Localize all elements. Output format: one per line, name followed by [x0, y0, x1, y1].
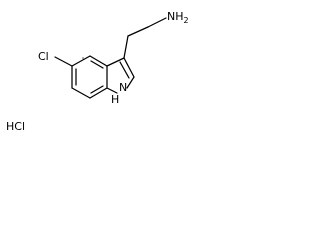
bond-n1-c7a	[106, 87, 118, 94]
double-bond-c7-c7a	[90, 85, 104, 94]
molecule-diagram: NH2 Cl N H HCl	[6, 10, 189, 133]
bond-c7-c7a	[89, 87, 108, 99]
amine-label-main: NH	[167, 10, 184, 23]
bond-c2-n1	[126, 76, 135, 89]
structure-canvas: NH2 Cl N H HCl	[0, 0, 198, 147]
indole-hydrogen-label: H	[111, 93, 119, 106]
bond-c6-c7	[71, 87, 91, 99]
bond-c3a-c3	[106, 57, 125, 67]
bond-ca-cb	[127, 26, 149, 37]
indole-nitrogen-label: N	[119, 81, 127, 94]
bond-c3a-c4	[89, 55, 108, 67]
bond-cb-n	[147, 17, 167, 28]
chloro-label: Cl	[38, 50, 49, 63]
amine-label-subscript: 2	[184, 16, 189, 25]
double-bond-c3a-c4	[90, 60, 104, 69]
amine-label: NH2	[167, 10, 189, 25]
bond-c4-c5-ring	[71, 55, 91, 67]
double-bond-c3-c2	[119, 61, 130, 79]
bond-c3-c2	[123, 57, 135, 78]
bond-c5-cl	[54, 56, 73, 67]
bond-c3-ca	[123, 35, 129, 59]
salt-label: HCl	[6, 120, 25, 133]
